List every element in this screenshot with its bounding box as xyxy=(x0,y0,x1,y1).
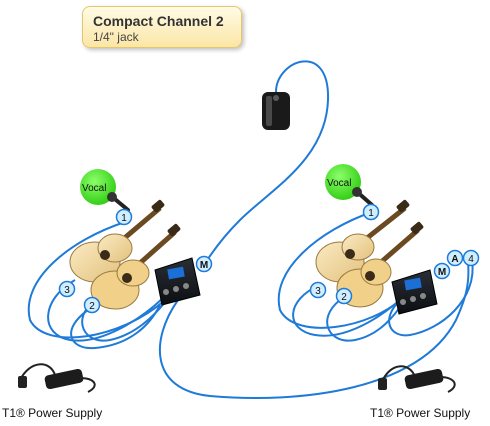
left-loop-1 xyxy=(27,221,166,339)
right-vocal-label: Vocal xyxy=(327,178,351,189)
t1-mixer xyxy=(391,269,438,315)
left-input-label-3: 3 xyxy=(64,285,70,296)
right-rig xyxy=(309,164,480,393)
left-power-caption: T1® Power Supply xyxy=(2,406,103,420)
quarter-inch-jack xyxy=(262,92,290,130)
callout-subtitle: 1/4" jack xyxy=(93,30,139,44)
acoustic-guitar-2 xyxy=(90,223,181,310)
right-loop-4 xyxy=(388,259,474,337)
right-loop-3 xyxy=(326,299,406,342)
left-input-badge-3 xyxy=(58,280,76,298)
acoustic-guitar-1 xyxy=(315,199,410,283)
right-power-supply xyxy=(378,365,456,393)
right-mixer-label-m: M xyxy=(438,267,446,278)
left-input-label-1: 1 xyxy=(121,213,127,224)
t1-mixer xyxy=(154,257,201,306)
left-mixer-badge-m xyxy=(195,255,213,273)
left-rig xyxy=(18,169,213,393)
callout-title: Compact Channel 2 xyxy=(93,13,224,29)
right-input-label-2: 2 xyxy=(341,292,347,303)
right-mixer-badge-a xyxy=(446,249,464,267)
left-loop-4 xyxy=(70,304,161,350)
acoustic-guitar-1 xyxy=(69,199,165,283)
left-input-badge-1 xyxy=(115,208,133,226)
left-vocal-label: Vocal xyxy=(82,183,106,194)
right-loop-2 xyxy=(292,284,403,337)
right-input-badge-4 xyxy=(462,249,480,267)
right-power-caption: T1® Power Supply xyxy=(370,406,471,420)
left-input-badge-2 xyxy=(83,296,101,314)
left-input-label-2: 2 xyxy=(89,301,95,312)
right-input-label-1: 1 xyxy=(368,208,374,219)
right-mixer-badge-m xyxy=(433,262,451,280)
vocal-mic xyxy=(325,164,374,207)
left-mixer-label-m: M xyxy=(200,260,208,271)
right-input-badge-3 xyxy=(309,281,327,299)
main-cable-top xyxy=(204,60,330,263)
right-loop-1 xyxy=(277,211,406,329)
left-power-supply xyxy=(18,363,96,393)
right-input-label-3: 3 xyxy=(315,286,321,297)
left-loop-2 xyxy=(47,279,164,342)
right-mixer-label-a: A xyxy=(451,254,458,265)
cables xyxy=(27,60,474,400)
vocal-mic xyxy=(80,169,130,212)
right-input-badge-1 xyxy=(362,203,380,221)
right-input-label-4: 4 xyxy=(468,254,474,265)
channel-callout: Compact Channel 2 1/4" jack xyxy=(82,6,242,48)
right-input-badge-2 xyxy=(335,287,353,305)
link-cable xyxy=(158,261,470,400)
